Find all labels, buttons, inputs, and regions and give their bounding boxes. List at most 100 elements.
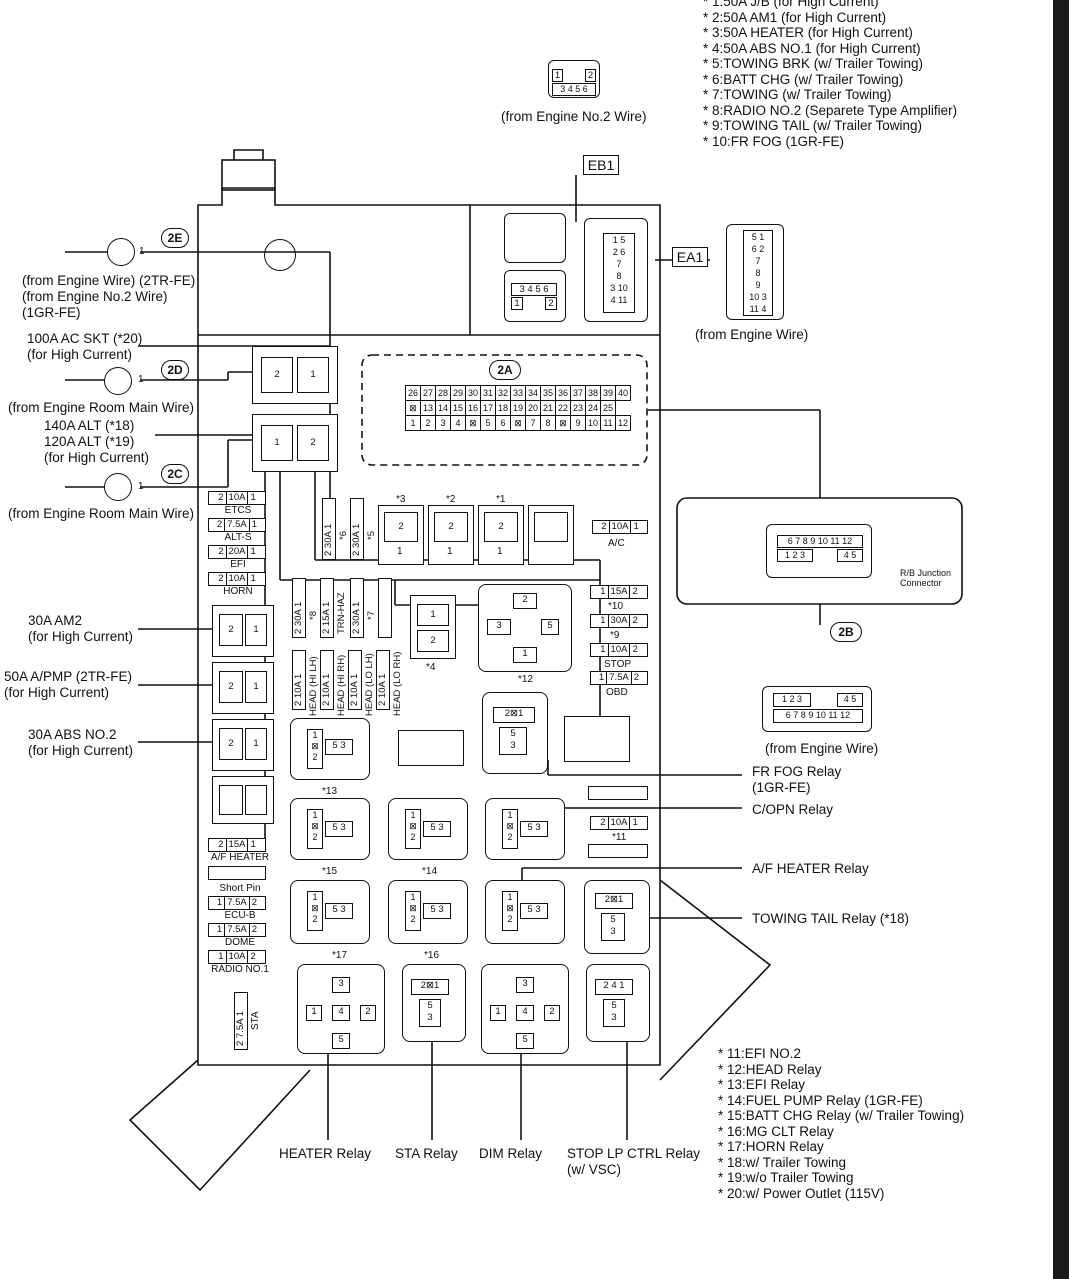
- fuse-head-hi-lh[interactable]: [292, 650, 306, 710]
- alt-sub-label: (for High Current): [44, 450, 150, 465]
- fuse-7[interactable]: [350, 578, 364, 638]
- pin-2a: 10: [585, 415, 601, 431]
- from-room-main-2d: (from Engine Room Main Wire): [8, 400, 195, 415]
- short-pin[interactable]: [208, 866, 266, 880]
- fuse-trn-haz[interactable]: [320, 578, 334, 638]
- fuse-sta[interactable]: [234, 992, 248, 1050]
- fuse-8[interactable]: [292, 578, 306, 638]
- fuse-blank[interactable]: [378, 578, 392, 638]
- pin-1-label: 1: [139, 246, 145, 257]
- note-line: * 5:TOWING BRK (w/ Trailer Towing): [703, 56, 924, 71]
- relay-mid-4[interactable]: [564, 716, 630, 762]
- ac-skt-label: 100A AC SKT (*20): [27, 331, 143, 346]
- fuse-heater-50a[interactable]: 2 1: [378, 505, 424, 565]
- engine-no2-connector: 1 2 3 4 5 6: [548, 60, 600, 98]
- spare-slot[interactable]: [588, 786, 648, 800]
- abs2-sub-label: (for High Current): [28, 743, 134, 758]
- am2-label: 30A AM2: [28, 613, 83, 628]
- note-line: * 17:HORN Relay: [718, 1139, 824, 1154]
- c2d-tag: 2D: [161, 360, 189, 380]
- note-line: * 20:w/ Power Outlet (115V): [718, 1185, 885, 1201]
- fuse-jb-50a[interactable]: 2 1: [478, 505, 524, 565]
- pin-2a: 35: [540, 385, 556, 401]
- relay-14-tag: *14: [422, 866, 438, 877]
- relay-17-tag: *17: [332, 950, 348, 961]
- pin-2a: 16: [465, 400, 481, 416]
- efi-relay[interactable]: 1⊠2 5 3: [290, 798, 370, 860]
- pin-2a: 40: [615, 385, 631, 401]
- head-relay[interactable]: 2 3 5 1: [478, 584, 572, 672]
- fuse-head-lo-rh[interactable]: [376, 650, 390, 710]
- fuel-pump-relay[interactable]: 1⊠2 5 3: [388, 880, 468, 944]
- pin-2a: 9: [570, 415, 586, 431]
- spare-slot-2[interactable]: [588, 844, 648, 858]
- ea1-tag: EA1: [672, 247, 708, 267]
- pin-2a: 11: [600, 415, 616, 431]
- relay-row2-2[interactable]: 1⊠2 5 3: [388, 798, 468, 860]
- note-line: * 15:BATT CHG Relay (w/ Trailer Towing): [718, 1108, 965, 1123]
- copn-relay-label: C/OPN Relay: [752, 802, 834, 817]
- pin-2a: 23: [570, 400, 586, 416]
- ring-terminal-2e: [107, 238, 135, 266]
- am2-fuse[interactable]: 2 1: [212, 605, 274, 657]
- fuse-8-text: 2 30A 1: [293, 601, 304, 634]
- notes-bottom: * 11:EFI NO.2 * 12:HEAD Relay * 13:EFI R…: [718, 1046, 964, 1201]
- fuse-5[interactable]: [350, 498, 364, 560]
- batt-chg-relay[interactable]: 1⊠2 5 3: [290, 880, 370, 944]
- heater-relay[interactable]: 3 1 4 2 5: [297, 964, 385, 1054]
- note-line: * 4:50A ABS NO.1 (for High Current): [703, 40, 921, 56]
- fuse-head-hi-rh-tag: HEAD (HI RH): [336, 654, 347, 716]
- spare-fuse[interactable]: [212, 776, 274, 824]
- pin-2a: 21: [540, 400, 556, 416]
- af-heater-relay[interactable]: 1⊠2 5 3: [485, 880, 565, 944]
- fuse-head-hi-lh-tag: HEAD (HI LH): [308, 656, 319, 716]
- fuse-5-text: 2 30A 1: [351, 523, 362, 556]
- relay-mid-2[interactable]: [398, 730, 464, 766]
- ring-terminal-2c: [104, 473, 132, 501]
- alt-fuse-block: 1 2: [252, 414, 338, 472]
- copn-relay[interactable]: 1⊠2 5 3: [485, 798, 565, 860]
- pin-2a: 22: [555, 400, 571, 416]
- dim-relay[interactable]: 3 1 4 2 5: [481, 964, 569, 1054]
- fuse-head-lo-lh[interactable]: [348, 650, 362, 710]
- fuse-3-tag: *3: [396, 494, 406, 505]
- pin-2a: 15: [450, 400, 466, 416]
- relay-mid-1[interactable]: 1⊠2 5 3: [290, 718, 370, 780]
- fuse-6[interactable]: [322, 498, 336, 560]
- pin-2a: 26: [405, 385, 421, 401]
- fuse-10-tag: *10: [608, 601, 624, 612]
- abs-no1-fuse[interactable]: 1 2: [410, 595, 456, 659]
- fuse-am1-50a[interactable]: 2 1: [428, 505, 474, 565]
- pin-1-label: 1: [138, 481, 144, 492]
- pin-2a: 33: [510, 385, 526, 401]
- abs2-fuse[interactable]: 2 1: [212, 719, 274, 771]
- fuse-head-hi-rh[interactable]: [320, 650, 334, 710]
- fuse-dome-label: DOME: [225, 937, 255, 948]
- pin-2a: 17: [480, 400, 496, 416]
- note-line: * 11:EFI NO.2: [718, 1046, 802, 1061]
- alt-140a-label: 140A ALT (*18): [44, 418, 135, 433]
- fr-fog-relay-label: FR FOG Relay: [752, 764, 842, 779]
- apmp-fuse[interactable]: 2 1: [212, 662, 274, 714]
- fuse-spare-high[interactable]: [528, 505, 574, 565]
- note-line: * 13:EFI Relay: [718, 1077, 806, 1092]
